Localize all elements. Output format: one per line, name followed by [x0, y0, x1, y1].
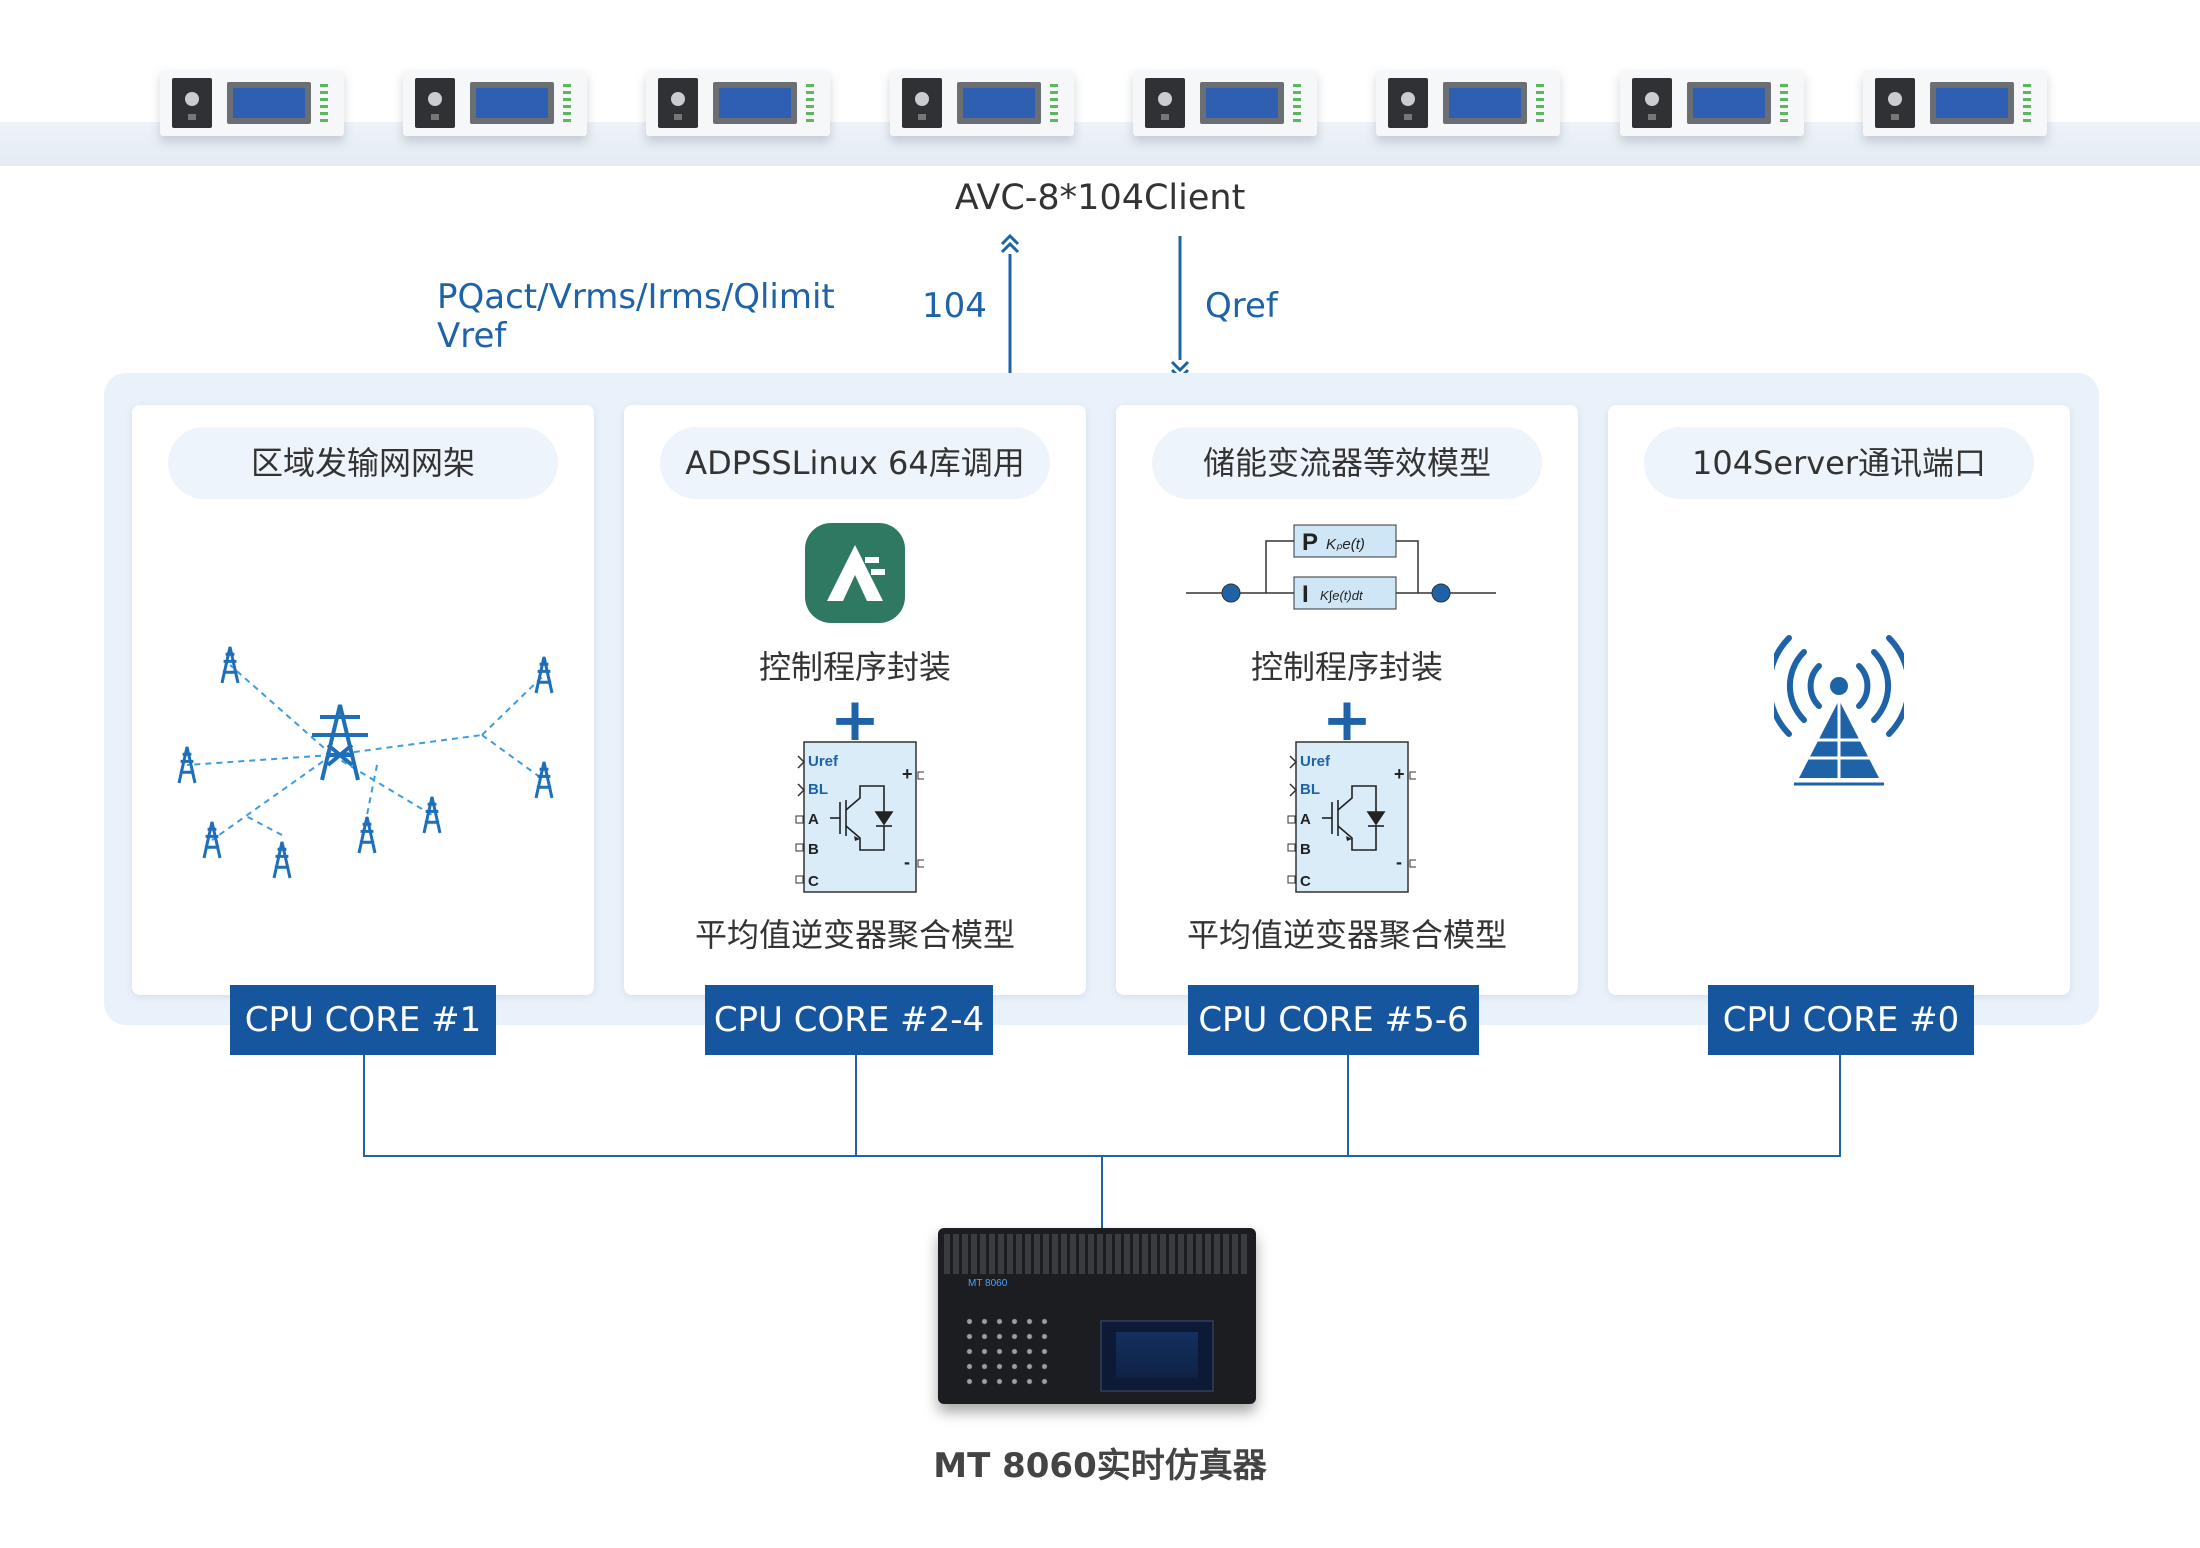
card-title: 104Server通讯端口 [1644, 427, 2034, 499]
i-formula: K∫e(t)dt [1320, 588, 1364, 603]
transmission-tower-icon [202, 821, 222, 859]
igbt-icon: Uref BL A B C + - [795, 741, 926, 893]
measurements-label: PQact/Vrms/Irms/Qlimit [437, 277, 835, 317]
transmission-tower-icon [220, 646, 240, 684]
link-label: 104 [922, 286, 987, 326]
svg-text:-: - [904, 852, 910, 872]
transmission-tower-icon [177, 746, 197, 784]
plus-sign: + [1321, 685, 1373, 755]
pi-controller-icon: P Kₚe(t) I K∫e(t)dt [1186, 524, 1496, 610]
transmission-tower-icon [534, 761, 554, 799]
p-label: P [1302, 529, 1318, 556]
card-title: ADPSSLinux 64库调用 [660, 427, 1050, 499]
client-device-icon [1133, 70, 1317, 136]
adpss-card: ADPSSLinux 64库调用 控制程序封装 + Uref BL A B C … [624, 405, 1086, 995]
card-title: 区域发输网网架 [168, 427, 558, 499]
downlink-arrow-icon [1170, 236, 1190, 381]
svg-text:A: A [1300, 811, 1311, 828]
caption-control: 控制程序封装 [758, 648, 951, 686]
main-tower-icon [312, 704, 368, 781]
svg-text:-: - [1396, 852, 1402, 872]
svg-text:+: + [902, 764, 913, 784]
client-device-icon [890, 70, 1074, 136]
device-panel-text: MT 8060 [968, 1278, 1008, 1289]
i-label: I [1302, 581, 1309, 608]
transmission-tower-icon [534, 656, 554, 694]
transmission-tower-icon [357, 816, 377, 854]
adpss-logo-icon [805, 523, 905, 623]
client-device-icon [1863, 70, 2047, 136]
client-device-icon [646, 70, 830, 136]
svg-text:BL: BL [808, 781, 828, 798]
svg-text:Uref: Uref [808, 753, 839, 770]
svg-text:BL: BL [1300, 781, 1320, 798]
client-device-icon [403, 70, 587, 136]
caption-model: 平均值逆变器聚合模型 [1186, 916, 1507, 954]
vref-label: Vref [437, 316, 507, 356]
igbt-icon: Uref BL A B C + - [1287, 741, 1418, 893]
svg-text:B: B [1300, 841, 1311, 858]
uplink-arrow-icon [1000, 233, 1020, 380]
svg-text:C: C [808, 873, 819, 890]
grid-card: 区域发输网网架 [132, 405, 594, 995]
client-device-icon [1376, 70, 1560, 136]
antenna-icon [1774, 635, 1904, 786]
device-connector [1101, 1155, 1103, 1230]
device-name: MT 8060实时仿真器 [933, 1446, 1267, 1486]
caption-model: 平均值逆变器聚合模型 [694, 916, 1015, 954]
client-device-icon [1620, 70, 1804, 136]
svg-text:+: + [1394, 764, 1405, 784]
svg-text:A: A [808, 811, 819, 828]
cpu-core-0: CPU CORE #0 [1708, 985, 1974, 1055]
caption-control: 控制程序封装 [1250, 648, 1443, 686]
cpu-core-5-6: CPU CORE #5-6 [1188, 985, 1479, 1055]
client-device-icon [160, 70, 344, 136]
connector-line [1347, 1055, 1349, 1157]
igbt-block: Uref BL A B C + - [794, 740, 926, 899]
plus-sign: + [829, 685, 881, 755]
qref-label: Qref [1205, 286, 1278, 326]
simulator-icon: MT 8060 [938, 1228, 1256, 1404]
transmission-tower-icon [272, 841, 292, 879]
client-label: AVC-8*104Client [954, 178, 1246, 218]
p-formula: Kₚe(t) [1326, 536, 1365, 553]
transmission-tower-icon [422, 796, 442, 834]
connector-line [363, 1055, 365, 1157]
storage-card: 储能变流器等效模型 P Kₚe(t) I K∫e(t)dt 控制程序封装 + U… [1116, 405, 1578, 995]
cpu-core-2-4: CPU CORE #2-4 [705, 985, 993, 1055]
card-title: 储能变流器等效模型 [1152, 427, 1542, 499]
svg-text:Uref: Uref [1300, 753, 1331, 770]
svg-text:C: C [1300, 873, 1311, 890]
igbt-block: Uref BL A B C + - [1286, 740, 1418, 899]
connector-line [855, 1055, 857, 1157]
svg-text:B: B [808, 841, 819, 858]
transmission-network-icon [177, 646, 554, 879]
client-shelf [0, 122, 2200, 166]
server-card: 104Server通讯端口 [1608, 405, 2070, 995]
connector-line [1839, 1055, 1841, 1157]
cpu-core-1: CPU CORE #1 [230, 985, 496, 1055]
